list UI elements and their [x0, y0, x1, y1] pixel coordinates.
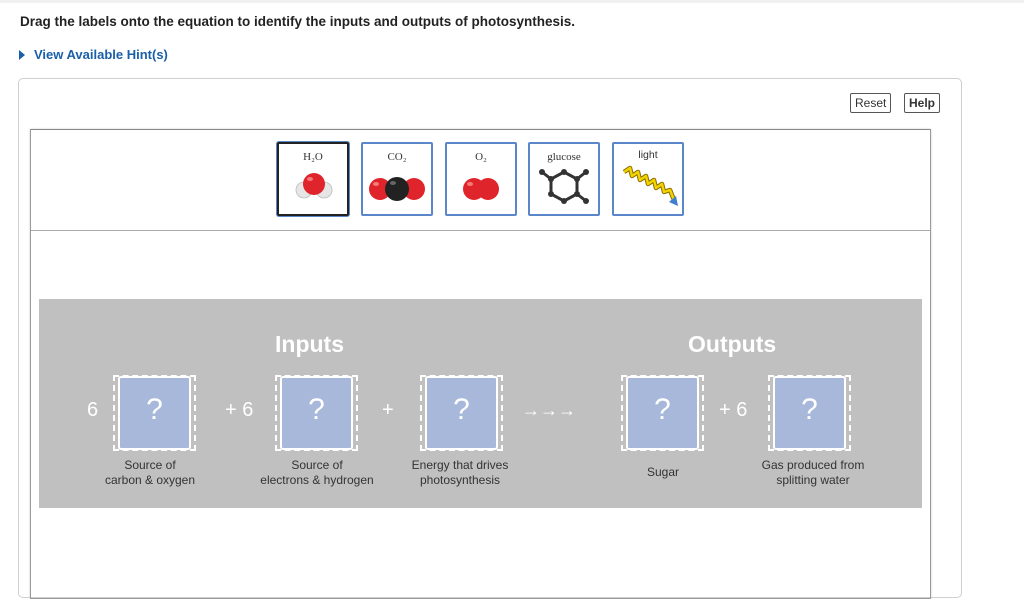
drop-target-placeholder: ?	[146, 393, 163, 426]
view-hints-link[interactable]: View Available Hint(s)	[19, 47, 168, 62]
caret-right-icon	[19, 49, 25, 60]
top-divider	[0, 0, 1024, 3]
drop-target-gas[interactable]: ?	[768, 375, 851, 451]
question-prompt: Drag the labels onto the equation to ide…	[20, 14, 575, 29]
label-tile-text: light	[638, 149, 658, 161]
label-tile-text: O₂	[475, 151, 487, 163]
label-tile-text: CO₂	[387, 151, 407, 163]
oxygen-molecule-icon	[463, 178, 499, 200]
drop-target-carbon-source[interactable]: ?	[113, 375, 196, 451]
water-molecule-icon	[295, 173, 333, 199]
label-tray-divider	[31, 230, 930, 231]
label-tile-glucose[interactable]: glucose	[528, 142, 600, 216]
drop-target-sugar[interactable]: ?	[621, 375, 704, 451]
help-button[interactable]: Help	[904, 93, 941, 113]
outputs-heading: Outputs	[688, 331, 777, 357]
glucose-ring-icon	[539, 169, 589, 204]
reaction-arrows: →→→	[522, 400, 576, 420]
drop-target-electron-source[interactable]: ?	[275, 375, 358, 451]
label-tile-water[interactable]: H₂O	[277, 142, 349, 216]
coefficient-plus-6-o2: + 6	[719, 399, 748, 421]
view-hints-label: View Available Hint(s)	[34, 47, 168, 62]
label-tile-oxygen[interactable]: O₂	[445, 142, 517, 216]
drop-target-energy[interactable]: ?	[420, 375, 503, 451]
plus-sign: +	[382, 399, 394, 421]
drop-target-placeholder: ?	[453, 393, 470, 426]
drop-target-placeholder: ?	[308, 393, 325, 426]
coefficient-plus-6-h2o: + 6	[225, 399, 254, 421]
drop-target-placeholder: ?	[801, 393, 818, 426]
label-tile-text: H₂O	[303, 151, 323, 163]
drop-target-placeholder: ?	[654, 393, 671, 426]
light-zigzag-icon	[622, 165, 678, 206]
reset-button[interactable]: Reset	[850, 93, 892, 113]
inputs-heading: Inputs	[275, 331, 344, 357]
carbon-dioxide-molecule-icon	[369, 177, 425, 201]
label-tile-text: glucose	[547, 151, 581, 163]
label-tile-carbon-dioxide[interactable]: CO₂	[361, 142, 433, 216]
target-description-sugar: Sugar	[646, 465, 680, 479]
label-tile-light[interactable]: light	[612, 142, 684, 216]
coefficient-6-co2: 6	[87, 399, 99, 421]
